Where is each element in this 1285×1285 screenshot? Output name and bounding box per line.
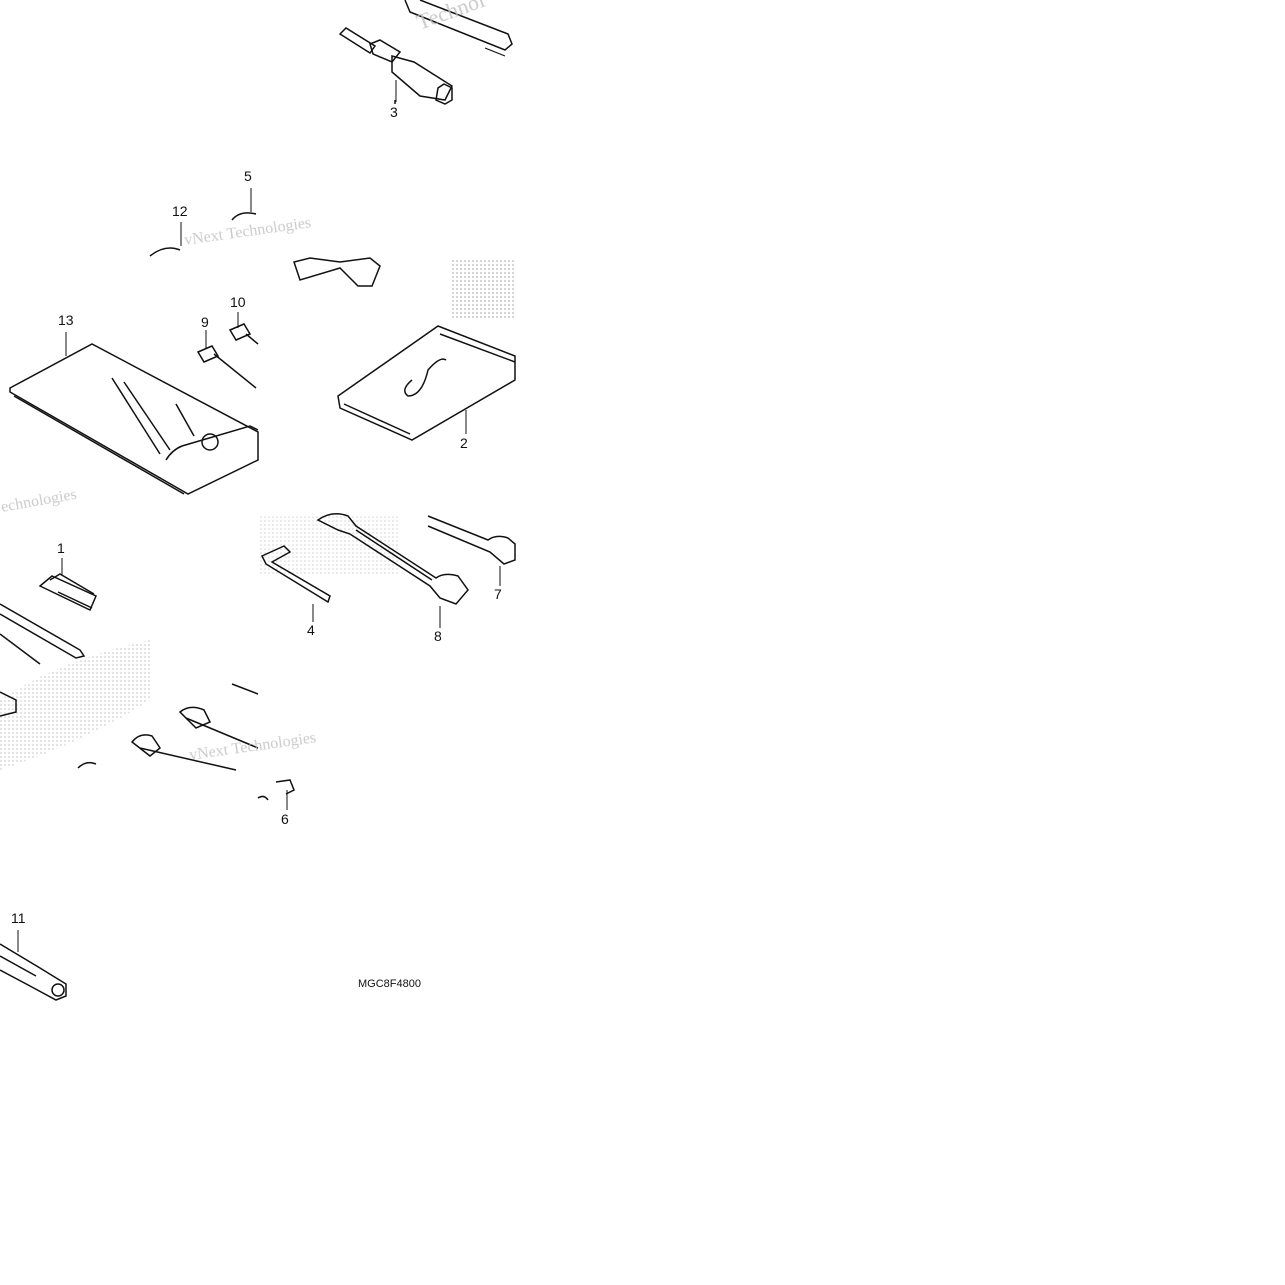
tile-wrenches: [258, 513, 516, 628]
svg-text:Technol: Technol: [413, 0, 488, 35]
tile-handle: [0, 930, 67, 1001]
pliers-icon: [38, 573, 97, 612]
callout-11: 11: [11, 910, 26, 926]
tile-lower-wrench: [257, 779, 295, 810]
tile-large-bag: [9, 312, 259, 495]
screwdriver-handle-icon: [0, 943, 67, 1001]
tool-bag-large-icon: [9, 343, 259, 495]
callout-7: 7: [494, 586, 502, 602]
hex-key-icon: [260, 545, 331, 604]
callout-3: 3: [390, 104, 398, 120]
callout-10: 10: [230, 294, 246, 310]
screwdriver-icon: [0, 603, 86, 665]
callout-4: 4: [307, 622, 315, 638]
svg-text:vNext Technologies: vNext Technologies: [188, 729, 317, 764]
callout-1: 1: [57, 540, 65, 556]
tile-pliers: [0, 558, 259, 771]
tile-spanner: [149, 188, 381, 287]
spark-plug-wrench-icon: [338, 27, 453, 105]
open-end-wrench-icon: [0, 683, 259, 771]
diagram-code: MGC8F4800: [358, 978, 421, 990]
open-end-wrench-icon: [316, 513, 516, 605]
callout-2: 2: [460, 435, 468, 451]
callout-6: 6: [281, 811, 289, 827]
svg-text:vNext Technologies: vNext Technologies: [183, 214, 312, 249]
callout-12: 12: [172, 203, 188, 219]
pin-spanner-icon: [231, 212, 381, 287]
callout-5: 5: [244, 168, 252, 184]
svg-text:echnologies: echnologies: [0, 486, 78, 516]
tile-small-bag: [337, 258, 516, 441]
extension-bar-icon: [149, 247, 181, 257]
tool-bag-small-icon: [337, 325, 516, 441]
screwdriver-bit-icon: [196, 323, 259, 389]
tile-top: [338, 0, 513, 105]
watermark-overlay: vNext Technologies vNext Technologies ec…: [0, 0, 488, 764]
callout-8: 8: [434, 628, 442, 644]
callout-9: 9: [201, 314, 209, 330]
callout-13: 13: [58, 312, 74, 328]
